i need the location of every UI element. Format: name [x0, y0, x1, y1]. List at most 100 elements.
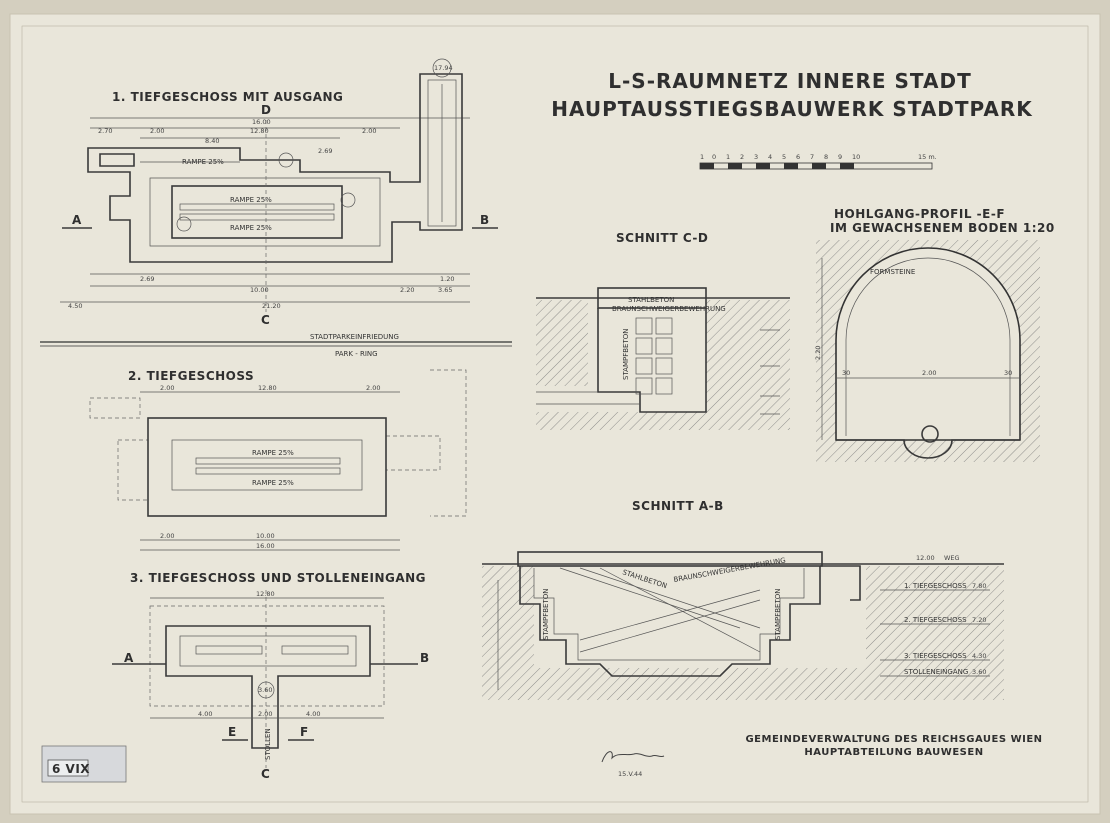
dim: 2.00 [362, 127, 376, 135]
profile-height: 2.20 [814, 346, 822, 360]
scale-tick-label: 0 [712, 153, 716, 161]
section-cd-drawing [536, 287, 790, 430]
stair-level-mark: 17.94 [434, 64, 453, 72]
scale-tick-label: 7 [810, 153, 814, 161]
dim: 2.00 [160, 384, 174, 392]
dim: 4.00 [306, 710, 320, 718]
stollen-label: STOLLEN [264, 728, 272, 760]
plan-2-heading: 2. TIEFGESCHOSS [128, 369, 254, 383]
scale-tick-label: 5 [782, 153, 786, 161]
level-value: 7.80 [972, 582, 986, 590]
archive-stamp: 6 VIX [41, 745, 127, 783]
dim: 12.80 [256, 590, 275, 598]
fence-label: STADTPARKEINFRIEDUNG [310, 333, 399, 341]
section-cd-label: STAHLBETON [628, 296, 674, 304]
axis-label-a: A [72, 213, 82, 227]
section-ef-heading-1: HOHLGANG-PROFIL -E-F [834, 207, 1005, 221]
section-ab-drawing [482, 551, 1004, 700]
axis-label-b: B [480, 213, 490, 227]
profile-left: 30 [842, 369, 850, 377]
plan-2-drawing: 2.00 12.80 2.00 RAMPE 25% RAMPE 25% 10.0… [89, 369, 467, 551]
scale-tick-label: 3 [754, 153, 758, 161]
plan-1-heading: 1. TIEFGESCHOSS MIT AUSGANG [112, 90, 343, 104]
section-cd-heading: SCHNITT C-D [616, 231, 708, 245]
scale-tick-label: 1 [700, 153, 704, 161]
scale-tick-label: 6 [796, 153, 800, 161]
scale-tick-label: 9 [838, 153, 842, 161]
axis-label-c: C [261, 313, 270, 327]
scale-tick-label: 10 [852, 153, 860, 161]
axis-label-d: D [261, 103, 271, 117]
axis-label-e: E [228, 725, 237, 739]
section-cd-label: BRAUNSCHWEIGERBEWEHRUNG [612, 305, 726, 313]
signature-date: 15.V.44 [618, 770, 642, 778]
dim: 4.50 [68, 302, 82, 310]
dim: 1.20 [440, 275, 454, 283]
ramp-label: RAMPE 25% [252, 449, 294, 457]
dim: 2.00 [160, 532, 174, 540]
authority-line-1: GEMEINDEVERWALTUNG DES REICHSGAUES WIEN [745, 734, 1042, 745]
level-value: 7.20 [972, 616, 986, 624]
dim: 2.00 [258, 710, 272, 718]
dim: 10.00 [256, 532, 275, 540]
plan-3-drawing: 12.80 3.60 4.00 4.00 2.00 STOLLEN [112, 590, 418, 768]
dim: 2.69 [140, 275, 154, 283]
scale-tick-label: 2 [740, 153, 744, 161]
plan-1-drawing: 2.70 2.00 16.00 12.80 8.40 2.00 2.69 17.… [60, 58, 498, 312]
ramp-label: RAMPE 25% [230, 224, 272, 232]
axis-label-f: F [300, 725, 309, 739]
scale-tick-label: 8 [824, 153, 828, 161]
level-name: 1. TIEFGESCHOSS [904, 582, 967, 590]
dim: 2.00 [366, 384, 380, 392]
dim: 12.80 [250, 127, 269, 135]
section-cd-label: STAMPFBETON [622, 329, 630, 381]
dim: 16.00 [256, 542, 275, 550]
authority-line-2: HAUPTABTEILUNG BAUWESEN [804, 747, 983, 758]
title-line-2: HAUPTAUSSTIEGSBAUWERK STADTPARK [551, 97, 1033, 121]
level-name: 3. TIEFGESCHOSS [904, 652, 967, 660]
section-ab-heading: SCHNITT A-B [632, 499, 724, 513]
dim: 16.00 [252, 118, 271, 126]
arch-label: FORMSTEINE [870, 268, 915, 276]
section-ef-heading-2: IM GEWACHSENEM BODEN 1:20 [830, 221, 1055, 235]
ramp-label: RAMPE 25% [182, 158, 224, 166]
dim: 4.00 [198, 710, 212, 718]
road-label: PARK - RING [335, 350, 378, 358]
signature-scribble [601, 751, 665, 763]
scale-tick-label: 15 m. [918, 153, 937, 161]
level-value: 4.30 [972, 652, 986, 660]
ramp-label: RAMPE 25% [252, 479, 294, 487]
level-name: STOLLENEINGANG [904, 668, 968, 676]
dim: 2.20 [400, 286, 414, 294]
level-mark: 3.60 [258, 686, 272, 694]
dim: 21.20 [262, 302, 281, 310]
level-name: 2. TIEFGESCHOSS [904, 616, 967, 624]
profile-right: 30 [1004, 369, 1012, 377]
axis-label-b: B [420, 651, 430, 665]
plan-3-heading: 3. TIEFGESCHOSS UND STOLLENEINGANG [130, 571, 426, 585]
dim: 10.00 [250, 286, 269, 294]
title-line-1: L-S-RAUMNETZ INNERE STADT [608, 69, 972, 93]
level-value: 3.60 [972, 668, 986, 676]
dim: 2.69 [318, 147, 332, 155]
section-ab-label: STAMPFBETON [774, 589, 782, 641]
section-ef-drawing [816, 240, 1040, 462]
dim: 12.80 [258, 384, 277, 392]
dim: 8.40 [205, 137, 219, 145]
top-level-value: 12.00 [916, 554, 935, 562]
scale-tick-label: 4 [768, 153, 772, 161]
axis-label-a: A [124, 651, 134, 665]
dim: 3.65 [438, 286, 452, 294]
profile-width: 2.00 [922, 369, 936, 377]
scale-tick-label: 1 [726, 153, 730, 161]
dim: 2.00 [150, 127, 164, 135]
paper-border [21, 25, 1089, 803]
scale-bar: 1 0 1 2 3 4 5 6 7 8 9 10 15 m. [699, 153, 937, 170]
path-label: WEG [944, 554, 960, 562]
axis-label-c: C [261, 767, 270, 781]
ramp-label: RAMPE 25% [230, 196, 272, 204]
stamp-code: 6 VIX [52, 762, 90, 776]
section-ab-label: STAMPFBETON [542, 589, 550, 641]
dim: 2.70 [98, 127, 112, 135]
